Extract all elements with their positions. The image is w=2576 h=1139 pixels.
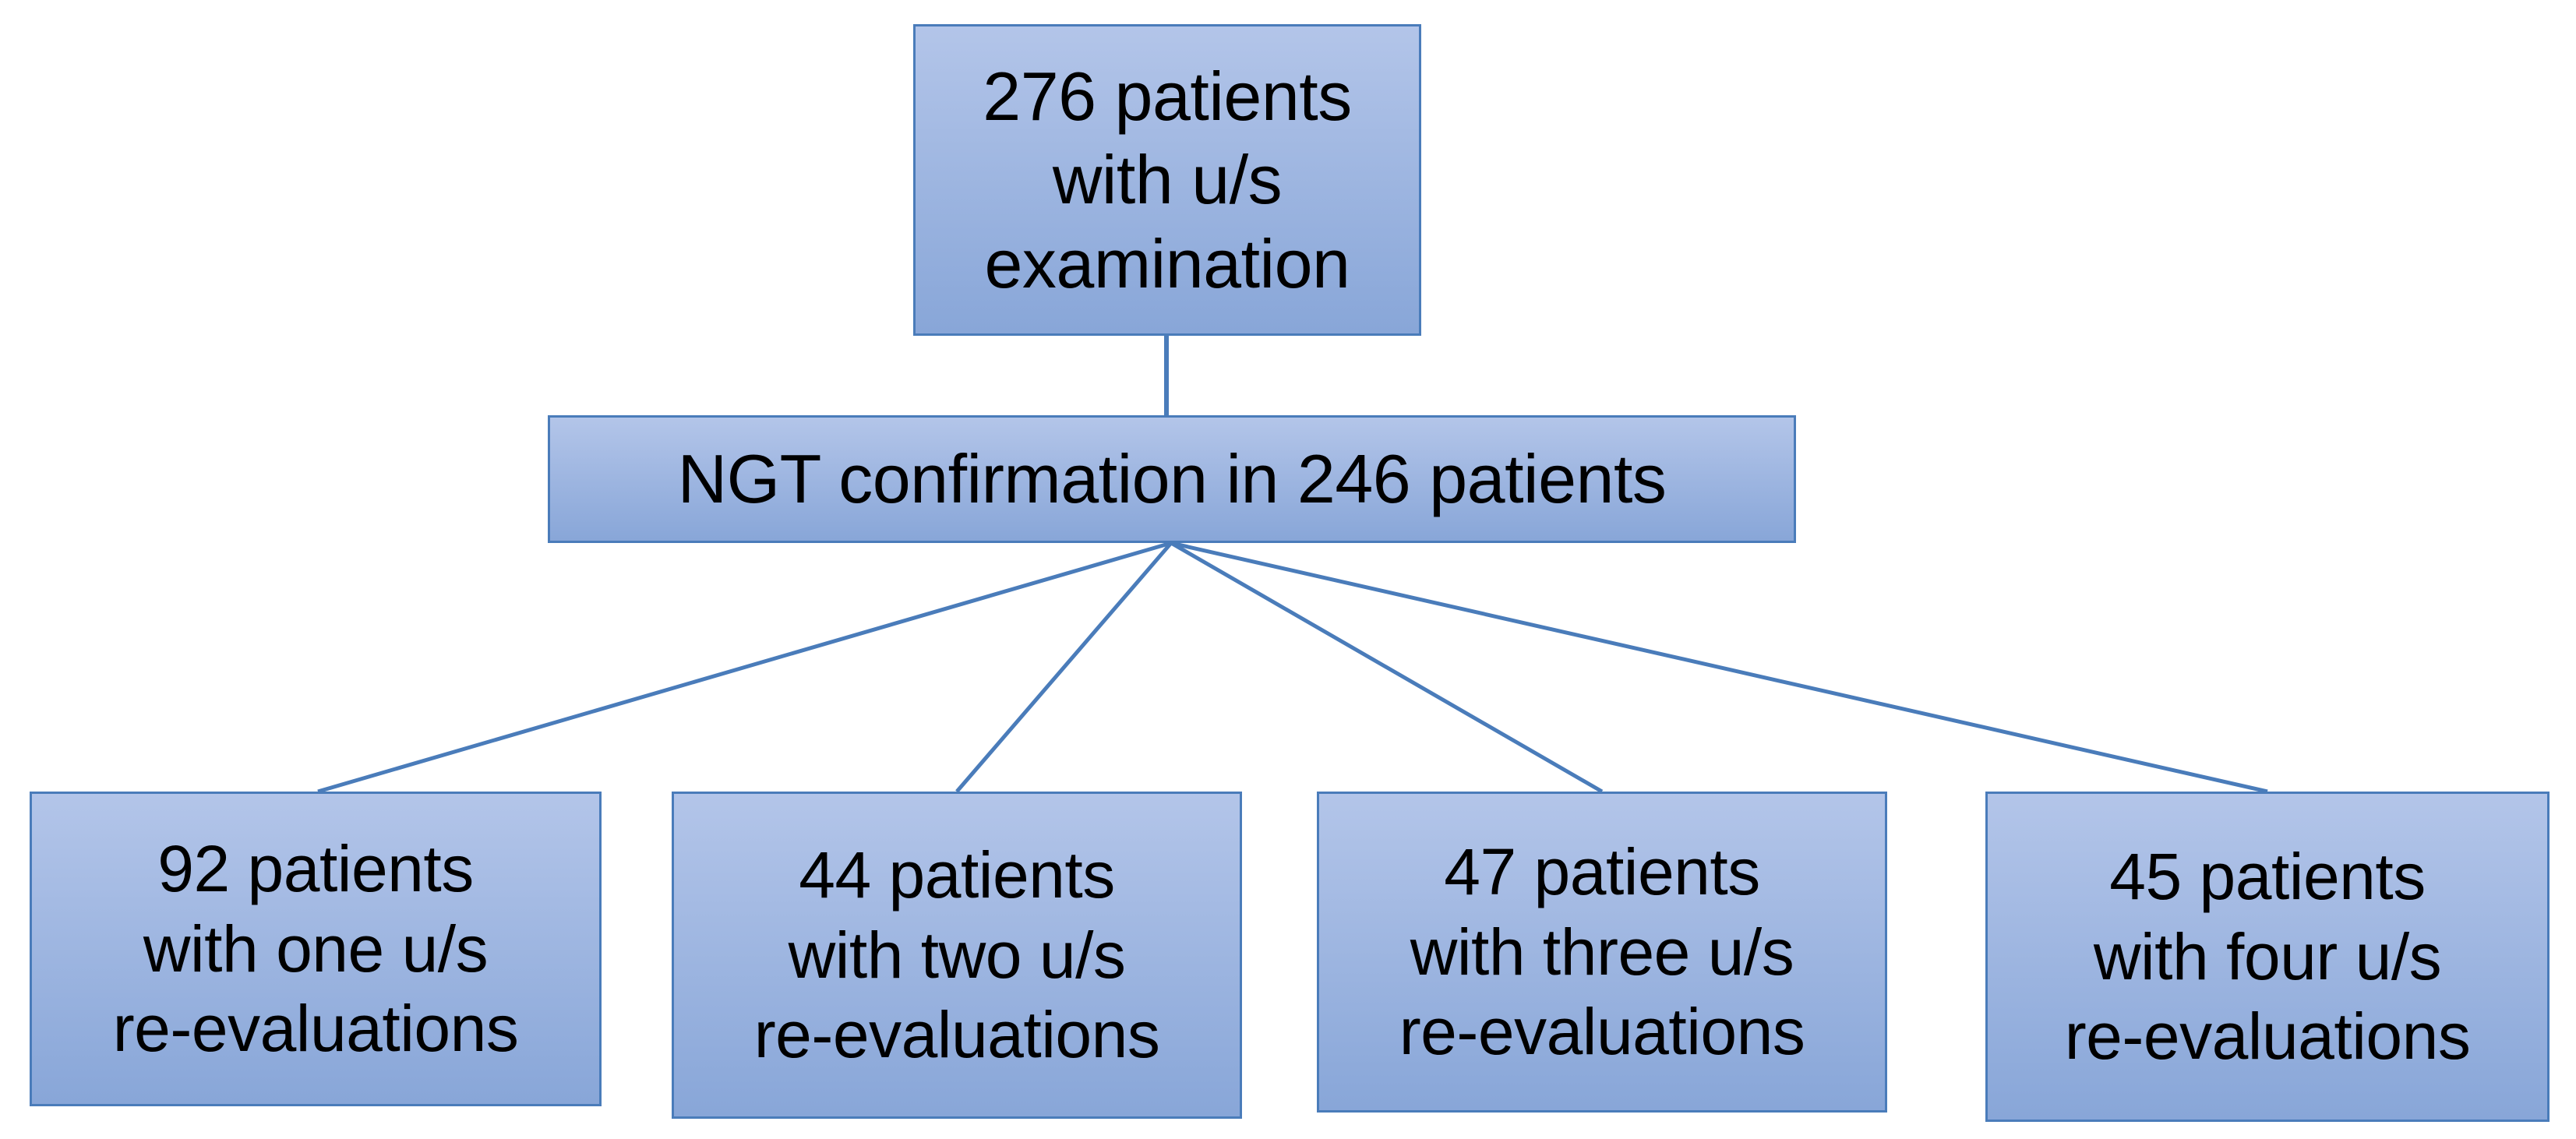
node-leaf-4-label: 45 patients with four u/s re-evaluations <box>2064 840 2471 1074</box>
node-leaf-2-label: 44 patients with two u/s re-evaluations <box>753 838 1160 1072</box>
connector-confirmation-to-leaf-2 <box>955 541 1173 793</box>
connector-confirmation-to-leaf-4 <box>1170 541 2268 794</box>
node-ngt-confirmation: NGT confirmation in 246 patients <box>548 415 1796 543</box>
node-two-re-evaluations: 44 patients with two u/s re-evaluations <box>672 792 1242 1119</box>
node-root-patients: 276 patients with u/s examination <box>913 24 1421 336</box>
connector-confirmation-to-leaf-1 <box>317 541 1172 794</box>
node-four-re-evaluations: 45 patients with four u/s re-evaluations <box>1985 792 2550 1122</box>
node-leaf-3-label: 47 patients with three u/s re-evaluation… <box>1399 835 1805 1069</box>
connector-confirmation-to-leaf-3 <box>1170 541 1604 794</box>
node-three-re-evaluations: 47 patients with three u/s re-evaluation… <box>1317 792 1887 1113</box>
node-one-re-evaluation: 92 patients with one u/s re-evaluations <box>30 792 602 1106</box>
node-root-label: 276 patients with u/s examination <box>983 57 1352 302</box>
node-confirmation-label: NGT confirmation in 246 patients <box>677 440 1667 518</box>
node-leaf-1-label: 92 patients with one u/s re-evaluations <box>112 832 519 1066</box>
